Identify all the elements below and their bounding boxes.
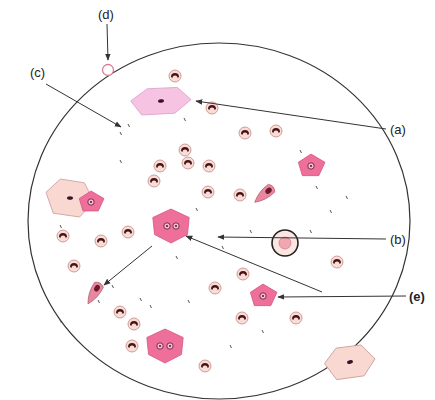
keratinized-cell	[79, 191, 104, 211]
debris-mark	[140, 298, 142, 301]
debris-mark	[120, 132, 122, 135]
spindle-cell	[251, 183, 276, 206]
inflammatory-cell	[236, 312, 248, 324]
keratinized-cell	[298, 154, 325, 176]
debris-mark	[316, 186, 318, 189]
debris-mark	[196, 208, 198, 211]
inflammatory-cell	[179, 144, 191, 156]
ring-cell	[103, 65, 114, 76]
callout-label: (e)	[409, 290, 425, 303]
inflammatory-cell	[270, 125, 282, 137]
debris-mark	[128, 124, 130, 127]
debris-mark	[60, 225, 62, 228]
debris-mark	[310, 230, 312, 233]
inflammatory-cell	[169, 70, 181, 82]
field-circle	[28, 43, 410, 399]
debris-mark	[112, 285, 114, 288]
debris-mark	[98, 300, 100, 303]
leader-line	[186, 236, 322, 292]
squamous-cell	[129, 83, 192, 119]
inflammatory-cell	[126, 340, 138, 352]
debris-mark	[346, 196, 348, 199]
inflammatory-cell	[122, 226, 134, 238]
inflammatory-cell	[203, 160, 215, 172]
inflammatory-cell	[148, 175, 160, 187]
debris-mark	[262, 330, 264, 333]
debris-mark	[60, 320, 62, 323]
inflammatory-cell	[202, 186, 214, 198]
cell-nucleus	[279, 237, 291, 249]
leader-line	[107, 24, 108, 60]
keratinized-cell	[147, 329, 183, 363]
debris-mark	[300, 150, 302, 153]
cell-group	[46, 65, 379, 385]
debris-mark	[250, 230, 252, 233]
debris-mark	[188, 300, 190, 303]
inflammatory-cell	[199, 360, 211, 372]
debris-mark	[222, 246, 224, 249]
debris-mark	[330, 210, 332, 213]
inflammatory-cell	[239, 127, 251, 139]
inflammatory-cell	[57, 230, 69, 242]
leader-line	[104, 246, 152, 285]
inflammatory-cell	[182, 157, 194, 169]
inflammatory-cell	[68, 260, 80, 272]
squamous-cell	[321, 339, 378, 385]
spindle-cell	[84, 281, 105, 307]
callout-label: (d)	[98, 8, 114, 21]
inflammatory-cell	[95, 235, 107, 247]
inflammatory-cell	[234, 189, 246, 201]
inflammatory-cell	[290, 312, 302, 324]
callout-label: (c)	[30, 66, 45, 79]
debris-mark	[230, 345, 232, 348]
inflammatory-cell	[114, 306, 126, 318]
outlined-cell	[272, 230, 298, 256]
keratinized-cell	[250, 284, 277, 306]
leader-line	[278, 296, 406, 297]
debris-mark	[176, 256, 178, 259]
leader-line	[218, 237, 386, 239]
debris-mark	[150, 305, 152, 308]
debris-mark	[120, 160, 122, 163]
leader-lines	[46, 24, 406, 297]
inflammatory-cell	[331, 256, 343, 268]
callout-label: (a)	[390, 123, 406, 136]
inflammatory-cell	[237, 268, 249, 280]
callout-label: (b)	[390, 233, 406, 246]
inflammatory-cell	[209, 282, 221, 294]
leader-line	[196, 101, 386, 129]
leader-line	[46, 84, 121, 127]
inflammatory-cell	[154, 160, 166, 172]
debris-mark	[184, 118, 186, 121]
inflammatory-cell	[128, 318, 140, 330]
keratinized-cell	[153, 209, 189, 243]
